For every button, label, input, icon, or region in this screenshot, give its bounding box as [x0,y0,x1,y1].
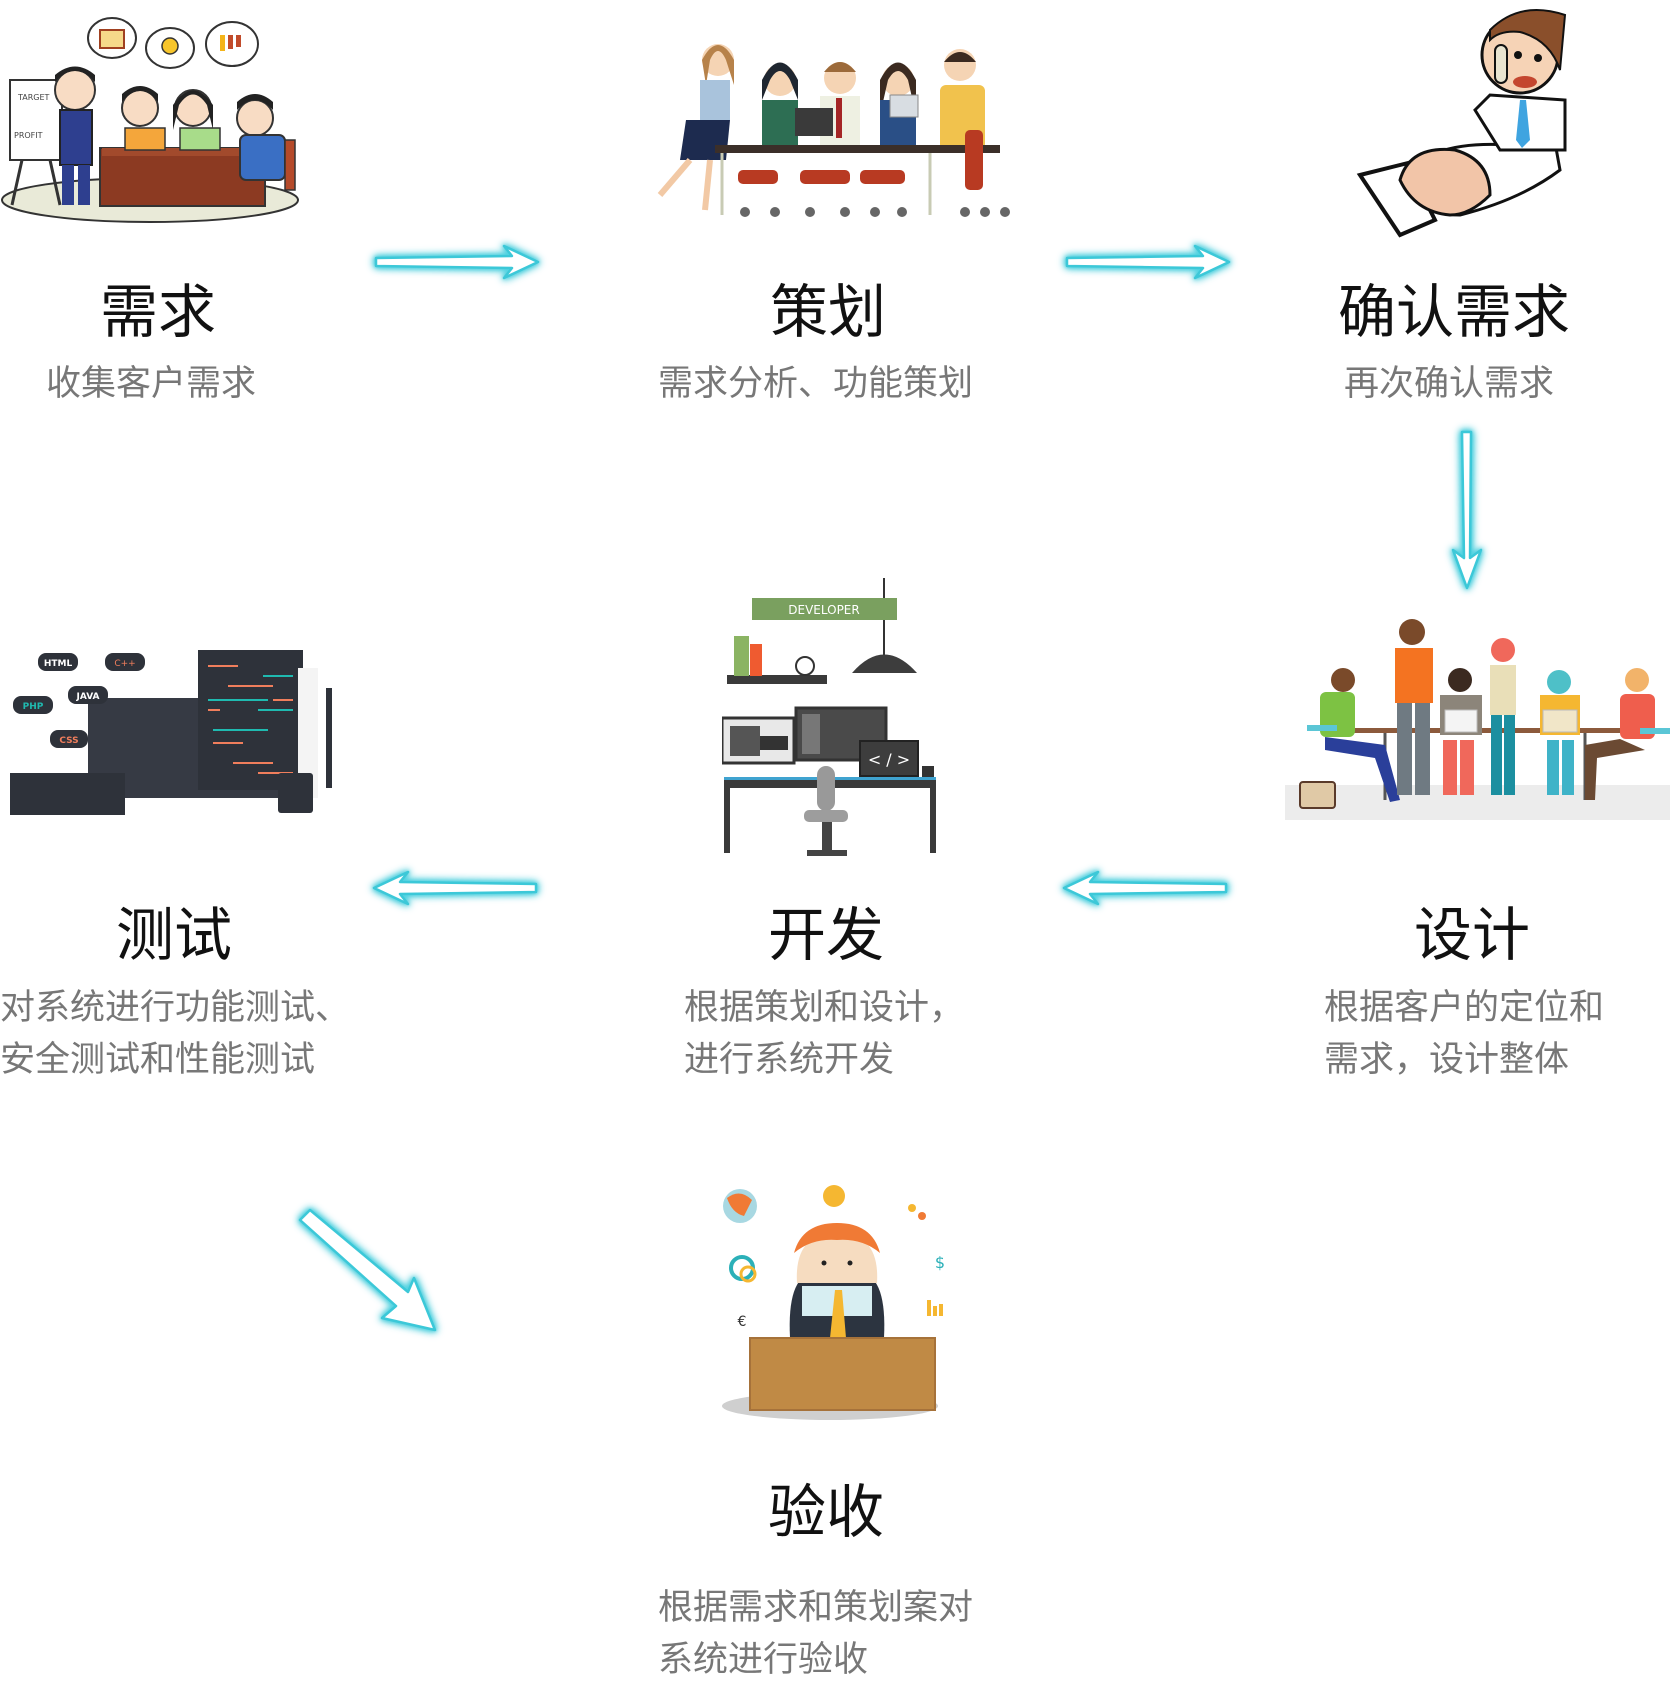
svg-text:C++: C++ [114,659,135,669]
step-title-development: 开发 [768,901,885,969]
desc-line: 需求，设计整体 [1324,1040,1570,1080]
phone-icon [1494,44,1508,84]
euro-icon: € [738,1314,747,1330]
hand [1398,147,1492,217]
arrow-development-to-testing [372,870,538,906]
designers-team-illustration [1285,619,1670,820]
globe-icon [723,1189,757,1223]
tag-html: HTML [38,653,78,671]
mug-icon [922,766,934,780]
developer-sign [752,598,897,620]
svg-text:JAVA: JAVA [75,692,99,702]
step-desc-design: 根据客户的定位和 需求，设计整体 [1324,982,1604,1086]
lamp-icon [852,654,917,673]
code-panel [198,650,303,790]
whiteboard: TARGET PROFIT [9,79,63,206]
desc-line: 对系统进行功能测试、 [0,988,351,1028]
businessman-phone-illustration [1356,9,1567,238]
desc-line: 再次确认需求 [1344,364,1555,404]
shelf [727,675,827,684]
tie [830,1290,846,1346]
step-title-acceptance: 验收 [768,1478,885,1546]
desc-line: 需求分析、功能策划 [658,364,974,404]
step-title-requirements: 需求 [100,278,217,346]
network-icon [908,1204,926,1220]
code-glyph: < / > [868,750,910,769]
arrow-requirements-to-planning [374,244,540,280]
team-meeting-illustration: TARGET PROFIT [1,17,299,223]
calendar-bubble-icon [87,17,137,59]
step-desc-planning: 需求分析、功能策划 [658,358,973,410]
laptop-screen [859,740,919,777]
developer-sign-text: DEVELOPER [788,603,859,617]
tag-css: CSS [50,730,88,748]
svg-text:PHP: PHP [23,702,44,712]
lightbulb-icon [823,1185,845,1207]
code-editor-illustration: HTML C++ JAVA PHP CSS [10,650,332,815]
step-title-design: 设计 [1414,901,1531,969]
head [796,1233,878,1283]
step-title-planning: 策划 [770,278,887,346]
desc-line: 进行系统开发 [684,1040,895,1080]
tag-php: PHP [13,696,53,714]
alarm-clock-icon [795,656,815,676]
conference-table [715,145,1000,153]
gear-icon [729,1255,757,1283]
svg-text:HTML: HTML [44,659,73,669]
tag-cpp: C++ [105,653,145,671]
chair [817,766,835,811]
bar-chart-bubble-icon [205,21,259,67]
svg-text:TARGET: TARGET [17,93,50,102]
desc-line: 根据客户的定位和 [1324,988,1605,1028]
arrow-design-to-development [1062,870,1228,906]
desc-line: 安全测试和性能测试 [0,1040,316,1080]
office-team-illustration [657,44,1010,217]
keyboard [10,773,125,815]
step-desc-testing: 对系统进行功能测试、 安全测试和性能测试 [0,982,350,1086]
svg-text:CSS: CSS [59,736,78,746]
briefcase-icon [1299,781,1336,809]
arrow-confirm-to-design [1451,430,1483,590]
step-desc-development: 根据策划和设计， 进行系统开发 [684,982,964,1086]
developer-desk-illustration: DEVELOPER < / > [722,578,936,856]
svg-text:PROFIT: PROFIT [14,131,43,140]
step-desc-acceptance: 根据需求和策划案对 系统进行验收 [658,1582,973,1686]
desc-line: 根据需求和策划案对 [658,1588,974,1628]
desc-line: 根据策划和设计， [684,988,965,1028]
arrow-planning-to-confirm [1065,244,1231,280]
lightbulb-bubble-icon [145,27,195,69]
binder-icon [734,636,749,676]
step-title-confirm: 确认需求 [1338,278,1571,346]
step-desc-requirements: 收集客户需求 [46,358,256,410]
meeting-desk [99,147,266,207]
desk [749,1337,936,1411]
bar-chart-icon [927,1300,943,1316]
acceptance-illustration: $ € [722,1185,945,1420]
desc-line: 收集客户需求 [46,364,257,404]
laptop-icon [1444,709,1478,733]
desc-line: 系统进行验收 [658,1640,869,1680]
step-desc-confirm: 再次确认需求 [1344,358,1554,410]
tag-java: JAVA [68,686,108,704]
tie [1516,100,1530,148]
laptop-icon [795,108,833,136]
design-table [1345,728,1625,733]
coffee-mug-icon [278,773,313,813]
pencil-icon [326,688,332,788]
presenter-figure [54,66,96,205]
arrow-testing-to-acceptance [298,1208,437,1332]
dollar-icon: $ [935,1253,945,1272]
step-title-testing: 测试 [116,901,233,969]
